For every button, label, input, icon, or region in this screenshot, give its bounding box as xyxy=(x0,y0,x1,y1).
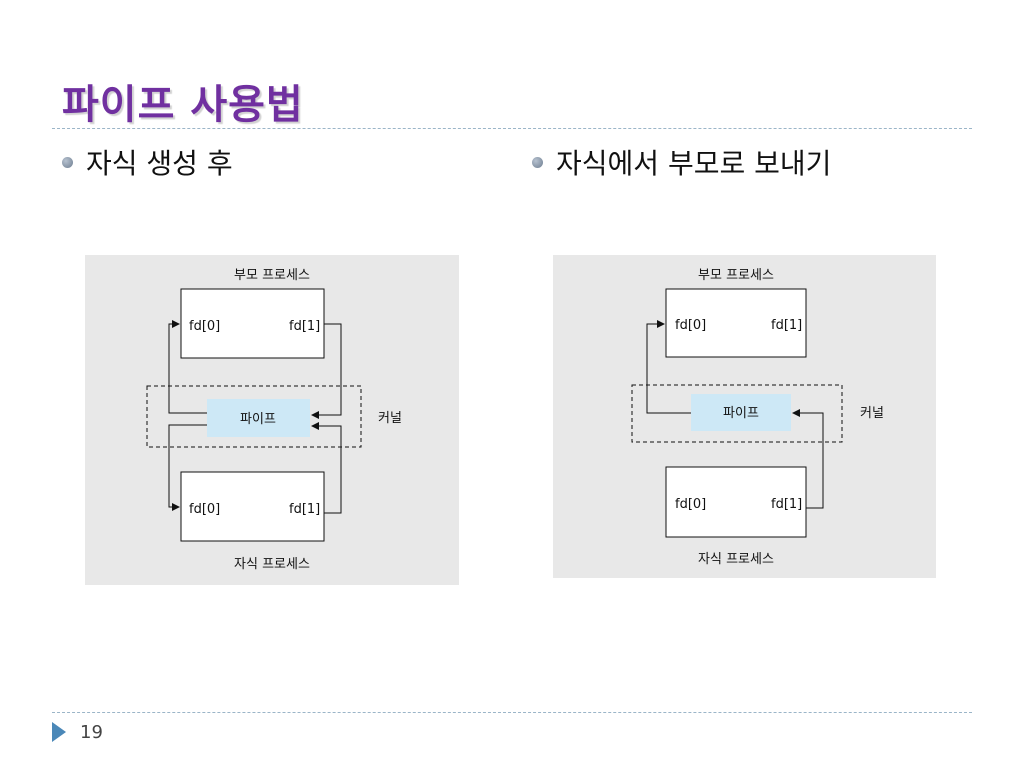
arrow-pipe-to-parent-fd0 xyxy=(646,320,691,414)
child-process-box xyxy=(180,471,325,542)
child-process-label: 자식 프로세스 xyxy=(698,552,774,567)
slide-title: 파이프 사용법 xyxy=(62,82,304,128)
footer-triangle-icon xyxy=(52,722,66,742)
kernel-label: 커널 xyxy=(378,411,402,426)
child-fd0-label: fd[0] xyxy=(189,502,220,517)
parent-process-box xyxy=(180,288,325,359)
diagram-child-to-parent-svg: 부모 프로세스 fd[0] fd[1] 파이프 커널 fd[0] fd[1] 자… xyxy=(631,268,884,567)
child-fd1-label: fd[1] xyxy=(771,497,802,512)
parent-process-label: 부모 프로세스 xyxy=(234,268,310,283)
page-number: 19 xyxy=(80,722,103,743)
child-process-box xyxy=(665,466,807,538)
bullet-dot-icon xyxy=(532,156,543,168)
parent-fd0-label: fd[0] xyxy=(675,318,706,333)
bullet-left-text: 자식 생성 후 xyxy=(86,147,233,180)
kernel-boundary xyxy=(146,385,362,448)
parent-fd1-label: fd[1] xyxy=(771,318,802,333)
parent-process-label: 부모 프로세스 xyxy=(698,268,774,283)
parent-fd0-label: fd[0] xyxy=(189,319,220,334)
arrow-child-fd1-to-pipe xyxy=(311,422,342,514)
title-divider xyxy=(52,128,972,129)
bullet-right: 자식에서 부모로 보내기 xyxy=(532,142,831,182)
arrow-pipe-to-parent-fd0 xyxy=(168,320,207,414)
bullet-dot-icon xyxy=(62,156,73,168)
pipe-box xyxy=(691,394,791,431)
pipe-label: 파이프 xyxy=(723,406,759,421)
diagram-child-to-parent: 부모 프로세스 fd[0] fd[1] 파이프 커널 fd[0] fd[1] 자… xyxy=(553,255,936,578)
arrow-pipe-to-child-fd0 xyxy=(168,424,207,511)
parent-process-box xyxy=(665,288,807,358)
kernel-label: 커널 xyxy=(860,406,884,421)
footer-divider xyxy=(52,712,972,713)
bullet-left: 자식 생성 후 xyxy=(62,142,233,182)
child-process-label: 자식 프로세스 xyxy=(234,557,310,572)
kernel-boundary xyxy=(631,384,843,443)
arrow-child-fd1-to-pipe xyxy=(792,409,824,509)
pipe-box xyxy=(207,399,310,437)
child-fd1-label: fd[1] xyxy=(289,502,320,517)
child-fd0-label: fd[0] xyxy=(675,497,706,512)
arrow-parent-fd1-to-pipe xyxy=(311,323,342,419)
parent-fd1-label: fd[1] xyxy=(289,319,320,334)
pipe-label: 파이프 xyxy=(240,412,276,427)
bullet-right-text: 자식에서 부모로 보내기 xyxy=(556,147,832,180)
diagram-after-fork: 부모 프로세스 fd[0] fd[1] 파이프 커널 fd[0] fd[1] 자… xyxy=(85,255,459,585)
diagram-after-fork-svg: 부모 프로세스 fd[0] fd[1] 파이프 커널 fd[0] fd[1] 자… xyxy=(146,268,402,572)
